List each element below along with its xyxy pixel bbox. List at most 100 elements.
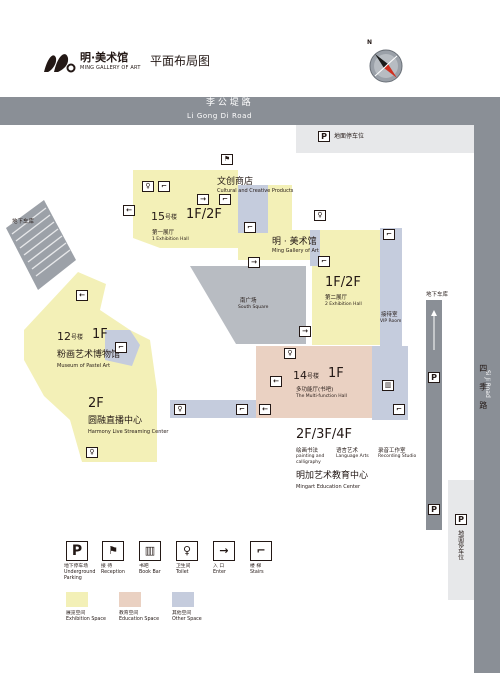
legend-toilet-icon: ♀ <box>176 541 198 561</box>
underground-parking-icon-right2: P <box>428 504 440 515</box>
parking-top-icon: P <box>318 131 330 142</box>
hall2-cn: 第二展厅 <box>325 295 348 301</box>
garage-stripes <box>6 200 76 290</box>
legend-stairs-icon: ⌐ <box>250 541 272 561</box>
road-siji-cn: 四 季 路 <box>478 364 488 414</box>
enter-icon-b14-2: ← <box>259 404 271 415</box>
harmony-floors: 2F <box>88 396 104 411</box>
legend-icon-3-cn: 卫生间 <box>176 564 191 569</box>
stairs-icon-shop2: ⌐ <box>219 194 231 205</box>
ramp-right <box>426 300 442 530</box>
edu-floors: 2F/3F/4F <box>296 427 353 442</box>
legend-icon-5-cn: 楼 梯 <box>250 564 262 569</box>
shop-en: Cultural and Creative Products <box>217 188 294 194</box>
ming-en: Ming Gallery of Art <box>272 248 319 254</box>
b15-number: 15 <box>151 210 165 223</box>
toilet-icon-b14-2: ♀ <box>174 404 186 415</box>
b15-hao: 号楼 <box>165 214 178 221</box>
stairs-icon-b14-2: ⌐ <box>393 404 405 415</box>
road-siji-cn-wrap: 四 季 路 <box>478 364 494 413</box>
toilet-icon-harmony: ♀ <box>86 447 98 458</box>
legend-icon-4-cn: 入 口 <box>213 564 225 569</box>
logo-mark-icon <box>44 54 76 73</box>
square-cn: 南广场 <box>240 298 257 304</box>
b12-number: 12 <box>57 330 71 343</box>
legend-parking-icon: P <box>66 541 88 561</box>
vip-cn: 接待室 <box>381 312 398 318</box>
legend-space-1-en: Education Space <box>119 617 160 622</box>
edu-item-1-en1: Language Arts <box>336 454 369 459</box>
b14-cn: 多功能厅(书吧) <box>296 387 334 393</box>
edu-item-0-en2: calligraphy <box>296 460 321 465</box>
legend-swatch-exhibition <box>66 592 88 607</box>
b14-floors: 1F <box>328 366 344 381</box>
legend-enter-icon: → <box>213 541 235 561</box>
underground-left-label: 地下车库 <box>12 219 35 225</box>
reception-icon-map: ⚑ <box>221 154 233 165</box>
toilet-icon-shop: ♀ <box>142 181 154 192</box>
logo <box>42 48 76 76</box>
legend-space-2-en: Other Space <box>172 617 202 622</box>
underground-parking-icon-right1: P <box>428 372 440 383</box>
legend-icon-0-cn: 地下停车场 <box>64 564 88 569</box>
legend-bookbar-icon: ▥ <box>139 541 161 561</box>
hall2-en: 2 Exhibition Hall <box>325 302 362 307</box>
stairs-icon-shop: ⌐ <box>158 181 170 192</box>
b12-en: Museum of Pastel Art <box>57 363 111 369</box>
b12-floors: 1F <box>92 327 108 342</box>
harmony-en: Harmony Live Streaming Center <box>88 429 169 435</box>
shop-cn: 文创商店 <box>217 177 254 187</box>
stairs-icon-b12: ⌐ <box>115 342 127 353</box>
legend-icon-5-en: Stairs <box>250 570 264 575</box>
road-ligongdi-cn: 李 公 堤 路 <box>206 98 251 108</box>
vip-en: VIP Room <box>380 319 402 324</box>
edu-item-2-en1: Recording Studio <box>378 454 417 459</box>
b14-en: The Multi-function Hall <box>296 394 347 399</box>
underground-garage-left <box>6 200 76 290</box>
legend-swatch-other <box>172 592 194 607</box>
compass <box>365 44 407 86</box>
parking-right-label: 地面停车位 <box>456 530 464 560</box>
parking-right-area <box>448 480 474 600</box>
legend-reception-icon: ⚑ <box>102 541 124 561</box>
legend-icon-4-en: Enter <box>213 570 226 575</box>
logo-text-en: MING GALLERY OF ART <box>80 65 141 71</box>
logo-text-cn: 明·美术馆 <box>80 51 129 64</box>
toilet-icon-ming: ♀ <box>314 210 326 221</box>
parking-right-label-wrap: 地面停车位 <box>456 530 464 560</box>
stairs-icon-hall2: ⌐ <box>318 256 330 267</box>
b12-cn: 粉画艺术博物馆 <box>57 350 121 360</box>
edu-center-cn: 明加艺术教育中心 <box>296 471 369 481</box>
stairs-icon-b15: ⌐ <box>244 222 256 233</box>
legend-space-2-cn: 其他空间 <box>172 611 192 616</box>
legend-icon-2-cn: 书吧 <box>139 564 149 569</box>
harmony-cn: 圆融直播中心 <box>88 416 143 426</box>
b14-hao: 号楼 <box>307 373 320 380</box>
road-siji <box>474 125 500 673</box>
legend-icon-1-en: Reception <box>101 570 125 575</box>
edu-item-0-cn: 绘画书法 <box>296 448 319 454</box>
compass-icon <box>369 49 403 83</box>
legend-icon-3-en: Toilet <box>176 570 189 575</box>
road-ligongdi <box>0 97 500 125</box>
hall2-floors: 1F/2F <box>325 275 361 290</box>
road-ligongdi-en: Li Gong Di Road <box>187 112 253 120</box>
legend-icon-0-en: Underground Parking <box>64 570 96 581</box>
ming-cn: 明 · 美术馆 <box>272 237 317 247</box>
stairs-icon-ming: ⌐ <box>383 229 395 240</box>
b14-number: 14 <box>293 369 307 382</box>
parking-right-icon: P <box>455 514 467 525</box>
b15-floors: 1F/2F <box>186 207 222 222</box>
edu-item-1-cn: 语言艺术 <box>336 448 359 454</box>
stairs-icon-b14: ⌐ <box>236 404 248 415</box>
enter-icon-b12: ← <box>76 290 88 301</box>
legend-swatch-education <box>119 592 141 607</box>
edu-item-2-cn: 录音工作室 <box>378 448 406 454</box>
toilet-icon-b14: ♀ <box>284 348 296 359</box>
parking-top-label: 地面停车位 <box>334 133 365 140</box>
legend-space-0-en: Exhibition Space <box>66 617 106 622</box>
legend-space-0-cn: 展览空间 <box>66 611 86 616</box>
enter-icon-shop: → <box>197 194 209 205</box>
